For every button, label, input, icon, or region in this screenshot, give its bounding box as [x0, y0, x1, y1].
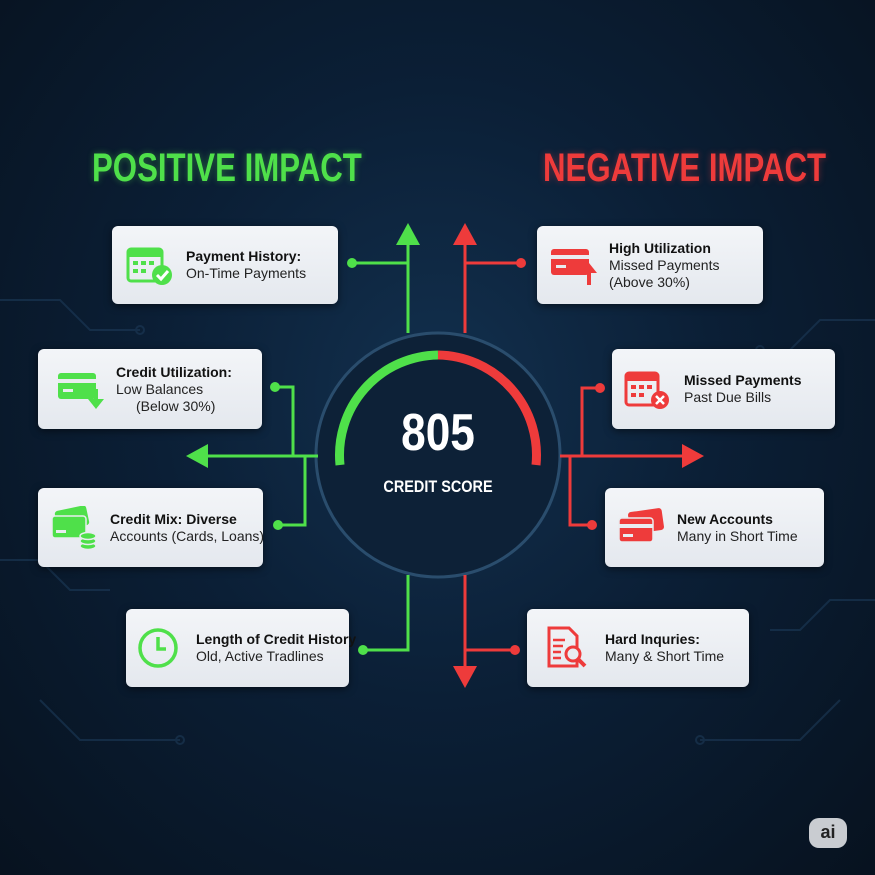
- arrow-right-icon: [682, 444, 704, 468]
- item-detail: Accounts (Cards, Loans): [110, 527, 265, 544]
- positive-connectors: [205, 242, 410, 652]
- arrow-up-icon: [453, 223, 477, 245]
- item-detail: Missed Payments: [609, 256, 720, 273]
- clock-icon: [138, 628, 178, 668]
- circuit-background: [0, 299, 875, 745]
- negative-connectors: [463, 242, 685, 668]
- item-detail: Many in Short Time: [677, 527, 798, 544]
- credit-card-up-icon: [551, 249, 597, 285]
- item-title: Credit Utilization:: [116, 363, 232, 380]
- item-title: New Accounts: [677, 510, 773, 527]
- item-detail: Many & Short Time: [605, 648, 725, 664]
- item-detail: Past Due Bills: [684, 389, 772, 405]
- credit-score-value: 805: [401, 404, 475, 462]
- item-title: High Utilization: [609, 239, 711, 256]
- item-title: Credit Mix: Diverse: [110, 510, 237, 527]
- cards-coins-icon: [51, 505, 97, 550]
- item-title: Missed Payments: [684, 372, 802, 388]
- positive-arrows: [186, 223, 420, 655]
- negative-arrows: [453, 223, 704, 688]
- document-search-icon: [547, 626, 587, 668]
- calendar-x-icon: [624, 371, 669, 409]
- arrow-down-icon: [453, 666, 477, 688]
- credit-score: 805 CREDIT SCORE: [338, 405, 538, 497]
- item-detail: Old, Active Tradlines: [196, 648, 324, 664]
- item-title: Length of Credit History: [196, 631, 357, 647]
- credit-score-label: CREDIT SCORE: [383, 477, 493, 496]
- item-detail: Low Balances: [116, 380, 204, 397]
- arrow-left-icon: [186, 444, 208, 468]
- card-payment-history: Payment History:On-Time Payments: [112, 226, 338, 304]
- ai-badge: ai: [809, 818, 847, 848]
- item-detail: (Below 30%): [136, 397, 216, 414]
- card-hard-inquiries: Hard Inquries:Many & Short Time: [527, 609, 749, 687]
- gauge-negative-arc: [437, 350, 541, 466]
- item-detail: On-Time Payments: [186, 265, 307, 281]
- credit-cards-icon: [618, 507, 664, 543]
- item-title: Payment History:: [186, 248, 302, 264]
- item-detail: (Above 30%): [609, 273, 690, 290]
- gauge-positive-arc: [335, 350, 439, 466]
- card-credit-utilization: Credit Utilization:Low Balances(Below 30…: [38, 349, 262, 429]
- credit-card-down-icon: [58, 373, 104, 409]
- negative-impact-title: NEGATIVE IMPACT: [543, 146, 827, 190]
- arrow-up-icon: [396, 223, 420, 245]
- calendar-check-icon: [126, 247, 172, 285]
- item-title: Hard Inquries:: [605, 631, 700, 647]
- positive-impact-title: POSITIVE IMPACT: [92, 146, 362, 190]
